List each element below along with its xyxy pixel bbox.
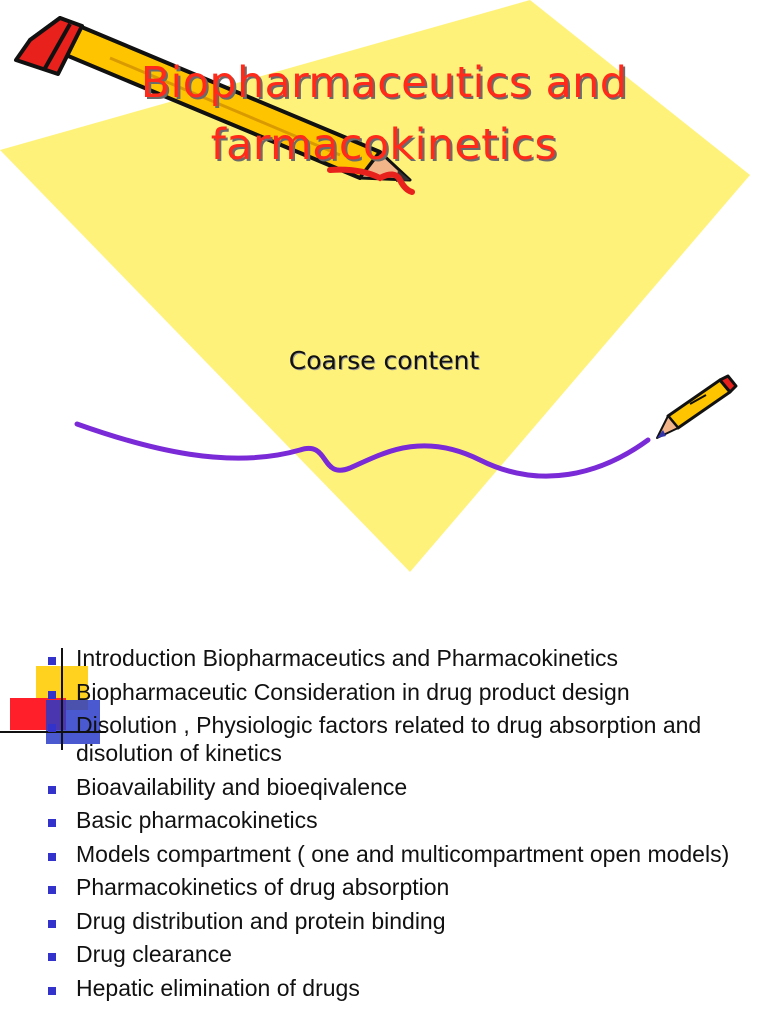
list-item: Biopharmaceutic Consideration in drug pr…: [46, 678, 746, 706]
list-item-text: Drug distribution and protein binding: [76, 907, 446, 934]
list-item: Drug clearance: [46, 940, 746, 968]
list-item: Basic pharmacokinetics: [46, 806, 746, 834]
small-pencil-icon: [656, 374, 738, 439]
title-slide: Biopharmaceutics and farmacokinetics Coa…: [0, 0, 768, 572]
bullet-icon: [48, 886, 56, 894]
slide-subtitle: Coarse content: [288, 346, 480, 375]
corner-decoration: [0, 648, 106, 750]
yellow-diamond: [0, 0, 750, 572]
content-slide: Introduction Biopharmaceutics and Pharma…: [0, 600, 768, 1024]
purple-wave: [74, 421, 651, 479]
slide-background-art: [0, 0, 750, 572]
list-item-text: Introduction Biopharmaceutics and Pharma…: [76, 645, 619, 671]
bullet-icon: [48, 852, 56, 861]
bullet-icon: [48, 919, 56, 928]
list-item: Pharmacokinetics of drug absorption: [46, 873, 746, 901]
list-item-text: Disolution , Physiologic factors related…: [76, 712, 702, 766]
bullet-icon: [48, 819, 56, 827]
pencil-icon: [14, 16, 415, 195]
title-line-2: farmacokinetics: [210, 120, 558, 170]
list-item: Hepatic elimination of drugs: [46, 974, 746, 1002]
list-item: Disolution , Physiologic factors related…: [46, 711, 746, 767]
list-item: Drug distribution and protein binding: [46, 907, 746, 935]
list-item-text: Basic pharmacokinetics: [76, 807, 318, 833]
bullet-icon: [48, 953, 56, 961]
list-item-text: Bioavailability and bioeqivalence: [76, 773, 408, 800]
slide-title: Biopharmaceutics and farmacokinetics: [0, 52, 768, 176]
bullet-icon: [48, 785, 56, 794]
title-line-1: Biopharmaceutics and: [140, 58, 628, 108]
bullet-icon: [48, 690, 56, 699]
list-item-text: Pharmacokinetics of drug absorption: [76, 874, 450, 900]
bullet-icon: [48, 986, 56, 995]
list-item: Introduction Biopharmaceutics and Pharma…: [46, 644, 746, 672]
list-item-text: Drug clearance: [76, 941, 232, 967]
bullet-icon: [48, 657, 56, 665]
course-content-list: Introduction Biopharmaceutics and Pharma…: [46, 644, 746, 1007]
list-item: Bioavailability and bioeqivalence: [46, 773, 746, 801]
list-item: Models compartment ( one and multicompar…: [46, 840, 746, 868]
list-item-text: Biopharmaceutic Consideration in drug pr…: [76, 678, 630, 705]
list-item-text: Hepatic elimination of drugs: [76, 974, 360, 1001]
bullet-icon: [48, 724, 56, 732]
list-item-text: Models compartment ( one and multicompar…: [76, 840, 730, 867]
